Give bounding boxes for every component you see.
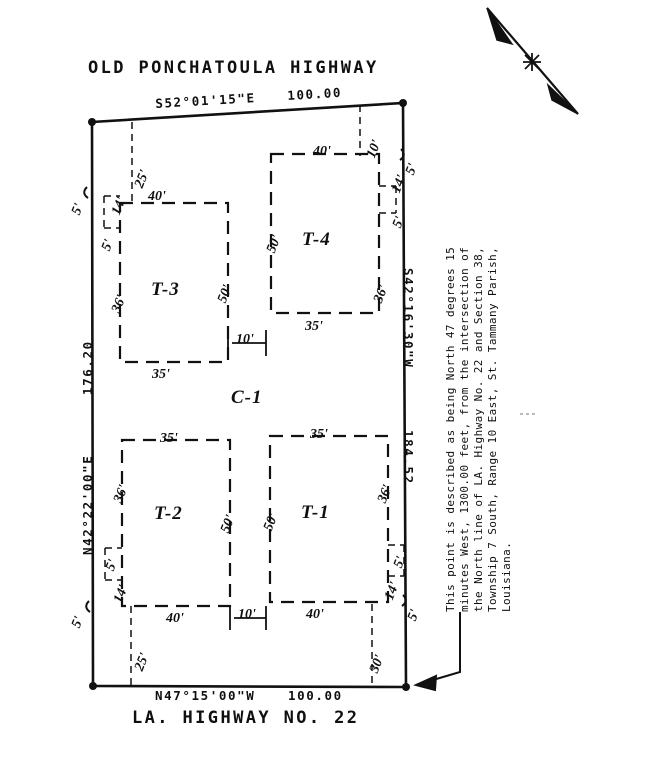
- building-label-T-3: T-3: [151, 279, 180, 300]
- dim-T-2-bottom: 40': [166, 611, 184, 626]
- north-arrow: [486, 7, 579, 115]
- east-bearing-label: S42°16'30"W: [401, 268, 416, 369]
- dimension-lines: [103, 105, 405, 686]
- gap-dimension-lower: [229, 606, 267, 630]
- dim-T-2-top: 35': [160, 431, 178, 446]
- building-T-1: [268, 434, 390, 604]
- survey-note-line-3: the North line of LA. Highway No. 22 and…: [472, 246, 485, 612]
- south-distance-label: 100.00: [288, 688, 343, 703]
- north-distance-label: 100.00: [286, 84, 343, 103]
- east-distance-label: 184.52: [401, 430, 416, 485]
- survey-note-line-1: This point is described as being North 4…: [444, 246, 457, 612]
- west-distance-label: 176.20: [80, 340, 95, 395]
- building-label-T-4: T-4: [302, 229, 331, 250]
- gap-dimension-upper: [227, 330, 267, 356]
- corner-monuments: [88, 99, 410, 691]
- dim-T-4-top: 40': [313, 144, 331, 159]
- center-parcel-label: C-1: [231, 387, 263, 408]
- dim-gap-upper: 10': [236, 332, 254, 347]
- building-footprints: [118, 152, 390, 608]
- dim-T-1-bottom: 40': [306, 607, 324, 622]
- dim-T-3-top: 40': [148, 189, 166, 204]
- survey-note-line-2: minutes West, 1300.00 feet, from the int…: [458, 246, 471, 612]
- building-T-2: [120, 438, 232, 608]
- west-bearing-label: N42°22'00"E: [80, 454, 95, 555]
- top-road-label: OLD PONCHATOULA HIGHWAY: [88, 58, 379, 78]
- bottom-road-label: LA. HIGHWAY NO. 22: [132, 708, 360, 728]
- corner-offset-hooks: [83, 148, 407, 613]
- building-T-4: [269, 152, 381, 315]
- south-bearing-label: N47°15'00"W: [155, 688, 256, 703]
- building-label-T-2: T-2: [154, 503, 183, 524]
- dim-gap-lower: 10': [238, 607, 256, 622]
- note-leader-line: [413, 612, 461, 692]
- dim-T-4-bottom: 35': [305, 319, 323, 334]
- dim-T-3-bottom: 35': [152, 367, 170, 382]
- building-T-3: [118, 201, 230, 364]
- survey-note-line-5: Louisiana.: [500, 541, 513, 612]
- dim-T-1-top: 35': [310, 427, 328, 442]
- survey-note-line-4: Township 7 South, Range 10 East, St. Tam…: [486, 246, 499, 612]
- building-label-T-1: T-1: [301, 502, 330, 523]
